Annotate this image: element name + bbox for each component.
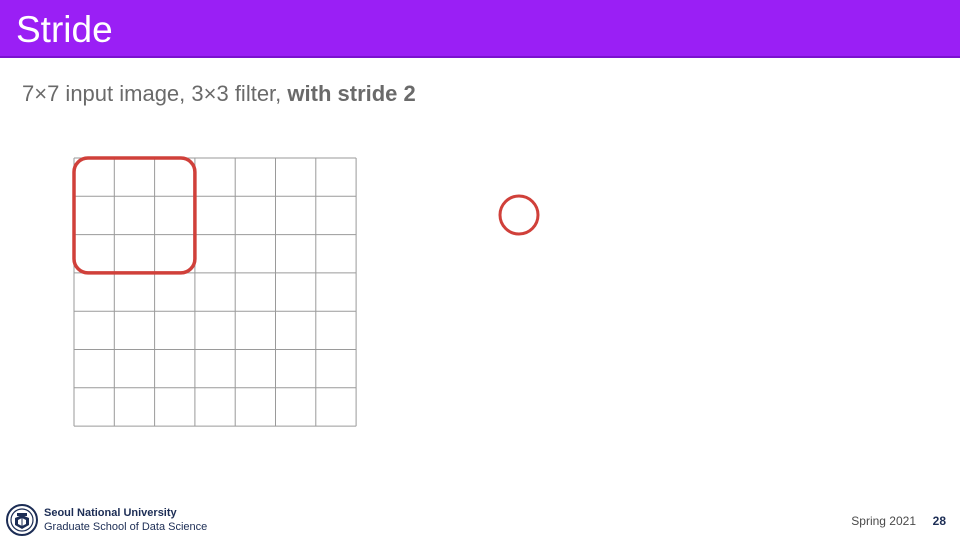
output-cell-marker — [498, 194, 540, 236]
input-grid — [73, 157, 357, 427]
title-bar: Stride — [0, 0, 960, 58]
footer-term: Spring 2021 — [851, 514, 916, 528]
footer-school: Graduate School of Data Science — [44, 521, 208, 533]
subtitle-emphasis: with stride 2 — [287, 81, 416, 106]
snu-logo-icon — [6, 504, 38, 536]
filter-window — [72, 156, 197, 275]
slide-subtitle: 7×7 input image, 3×3 filter, with stride… — [22, 80, 416, 108]
footer-university: Seoul National University — [44, 507, 177, 519]
subtitle-text: 7×7 input image, 3×3 filter, — [22, 81, 288, 106]
page-number: 28 — [932, 514, 946, 528]
slide-title: Stride — [16, 9, 113, 50]
